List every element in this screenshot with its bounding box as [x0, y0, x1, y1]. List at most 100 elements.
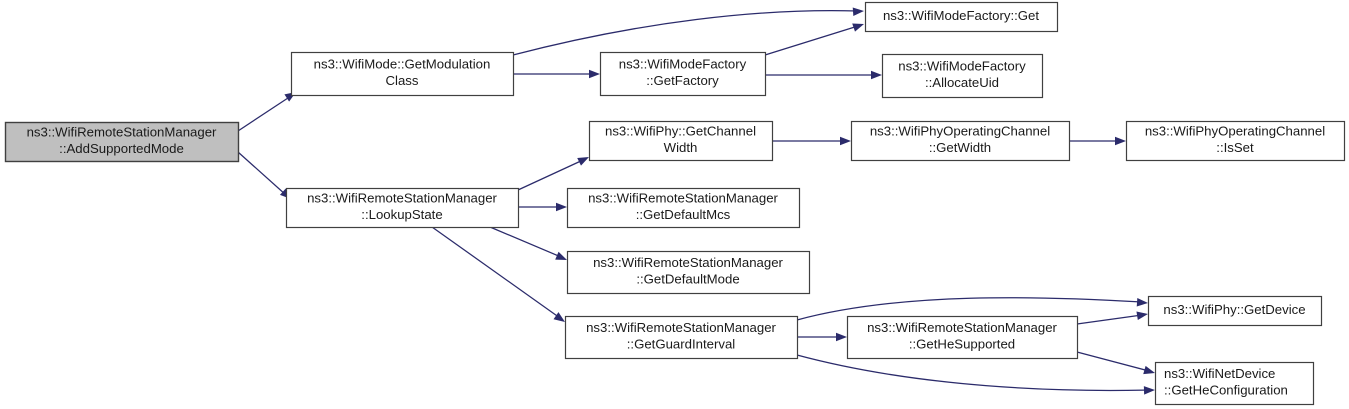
node-label-line: Width — [664, 140, 698, 155]
node-box[interactable] — [1147, 295, 1323, 327]
node-box[interactable] — [588, 120, 774, 162]
edge-get_modulation_class-to-get_factory — [513, 69, 600, 79]
node-label-line: ns3::WifiRemoteStationManager — [593, 255, 783, 270]
edge-lookup_state-to-get_default_mcs — [518, 202, 567, 212]
node-operating_channel_get_width[interactable]: ns3::WifiPhyOperatingChannel::GetWidth — [850, 120, 1071, 162]
edge-line — [796, 297, 1143, 321]
node-box[interactable] — [599, 51, 767, 97]
node-label-line: ns3::WifiPhy::GetDevice — [1163, 302, 1305, 317]
node-label-line: ns3::WifiModeFactory — [619, 57, 747, 72]
edge-arrowhead — [852, 23, 864, 32]
edge-line — [512, 9, 859, 56]
node-box[interactable] — [881, 53, 1044, 99]
node-allocate_uid[interactable]: ns3::WifiModeFactory::AllocateUid — [881, 53, 1044, 99]
node-box[interactable] — [846, 315, 1079, 360]
node-operating_channel_is_set[interactable]: ns3::WifiPhyOperatingChannel::IsSet — [1125, 120, 1346, 162]
edge-line — [237, 151, 287, 196]
node-label-line: ns3::WifiRemoteStationManager — [867, 320, 1057, 335]
node-mode_factory_get[interactable]: ns3::WifiModeFactory::Get — [864, 1, 1059, 33]
node-label-line: ::IsSet — [1216, 140, 1254, 155]
edge-line — [1076, 351, 1150, 372]
node-wifi_phy_get_device[interactable]: ns3::WifiPhy::GetDevice — [1147, 295, 1323, 327]
edge-line — [764, 25, 859, 56]
edge-arrowhead — [836, 332, 847, 342]
edge-arrowhead — [1115, 136, 1126, 146]
node-box[interactable] — [290, 51, 515, 97]
node-get_he_supported[interactable]: ns3::WifiRemoteStationManager::GetHeSupp… — [846, 315, 1079, 360]
node-label-line: ::LookupState — [361, 207, 442, 222]
node-box[interactable] — [564, 315, 799, 360]
node-label-line: ns3::WifiRemoteStationManager — [586, 320, 776, 335]
node-label-line: ::GetWidth — [929, 140, 991, 155]
node-get_default_mode[interactable]: ns3::WifiRemoteStationManager::GetDefaul… — [566, 250, 811, 295]
node-box[interactable] — [1154, 361, 1315, 406]
node-get_default_mcs[interactable]: ns3::WifiRemoteStationManager::GetDefaul… — [566, 187, 801, 229]
edge-arrowhead — [852, 7, 864, 17]
node-lookup_state[interactable]: ns3::WifiRemoteStationManager::LookupSta… — [285, 187, 520, 229]
edge-get_guard_interval-to-get_he_supported — [797, 332, 847, 342]
edge-lookup_state-to-get_default_mode — [489, 226, 567, 260]
node-label-line: ns3::WifiModeFactory::Get — [883, 8, 1039, 23]
node-box[interactable] — [864, 1, 1059, 33]
node-label-line: ns3::WifiModeFactory — [898, 59, 1026, 74]
node-label-line: ::AddSupportedMode — [59, 141, 184, 156]
edge-add_supported_mode-to-get_modulation_class — [237, 92, 296, 132]
node-label-line: ::GetHeConfiguration — [1164, 383, 1288, 398]
node-box[interactable] — [566, 250, 811, 295]
node-label-line: ns3::WifiPhy::GetChannel — [605, 124, 756, 139]
edge-arrowhead — [589, 69, 600, 79]
edge-get_he_supported-to-wifi_phy_get_device — [1076, 311, 1148, 325]
edge-get_guard_interval-to-get_he_configuration — [796, 354, 1155, 395]
node-label-line: Class — [386, 73, 419, 88]
node-label-line: ns3::WifiRemoteStationManager — [307, 191, 497, 206]
edge-add_supported_mode-to-lookup_state — [237, 151, 291, 199]
edge-arrowhead — [1143, 365, 1155, 375]
edge-line — [237, 95, 292, 132]
node-box[interactable] — [4, 121, 240, 163]
edge-get_he_supported-to-get_he_configuration — [1076, 351, 1155, 375]
node-label-line: ::GetHeSupported — [909, 337, 1015, 352]
edge-get_factory-to-allocate_uid — [765, 70, 882, 80]
node-label-line: ::GetDefaultMcs — [636, 207, 731, 222]
node-box[interactable] — [850, 120, 1071, 162]
edge-operating_channel_get_width-to-operating_channel_is_set — [1069, 136, 1126, 146]
node-layer: ns3::WifiRemoteStationManager::AddSuppor… — [4, 1, 1346, 406]
node-get_factory[interactable]: ns3::WifiModeFactory::GetFactory — [599, 51, 767, 97]
node-get_he_configuration[interactable]: ns3::WifiNetDevice::GetHeConfiguration — [1154, 361, 1315, 406]
node-box[interactable] — [285, 187, 520, 229]
edge-arrowhead — [1136, 311, 1148, 320]
edge-arrowhead — [1136, 297, 1148, 307]
node-label-line: ns3::WifiMode::GetModulation — [314, 57, 491, 72]
node-label-line: ns3::WifiRemoteStationManager — [588, 191, 778, 206]
edge-arrowhead — [556, 202, 567, 212]
edge-arrowhead — [1143, 386, 1155, 395]
node-box[interactable] — [1125, 120, 1346, 162]
node-add_supported_mode[interactable]: ns3::WifiRemoteStationManager::AddSuppor… — [4, 121, 240, 163]
edge-get_modulation_class-to-mode_factory_get — [512, 7, 864, 56]
node-label-line: ns3::WifiPhyOperatingChannel — [870, 124, 1050, 139]
edge-line — [431, 226, 561, 319]
edge-line — [1076, 314, 1143, 325]
edge-get_factory-to-mode_factory_get — [764, 23, 864, 56]
node-label-line: ns3::WifiPhyOperatingChannel — [1145, 124, 1325, 139]
node-label-line: ::GetGuardInterval — [627, 337, 736, 352]
node-label-line: ::GetFactory — [646, 73, 719, 88]
edge-line — [489, 226, 562, 258]
node-box[interactable] — [566, 187, 801, 229]
edge-arrowhead — [577, 157, 589, 166]
edge-arrowhead — [840, 136, 851, 146]
edge-layer — [237, 7, 1155, 395]
edge-arrowhead — [555, 251, 567, 260]
node-label-line: ns3::WifiNetDevice — [1164, 366, 1275, 381]
node-label-line: ::GetDefaultMode — [636, 272, 739, 287]
edge-arrowhead — [871, 70, 882, 80]
edge-arrowhead — [553, 312, 565, 322]
edge-line — [796, 354, 1150, 392]
edge-line — [517, 159, 584, 191]
edge-get_channel_width-to-operating_channel_get_width — [772, 136, 851, 146]
node-get_guard_interval[interactable]: ns3::WifiRemoteStationManager::GetGuardI… — [564, 315, 799, 360]
